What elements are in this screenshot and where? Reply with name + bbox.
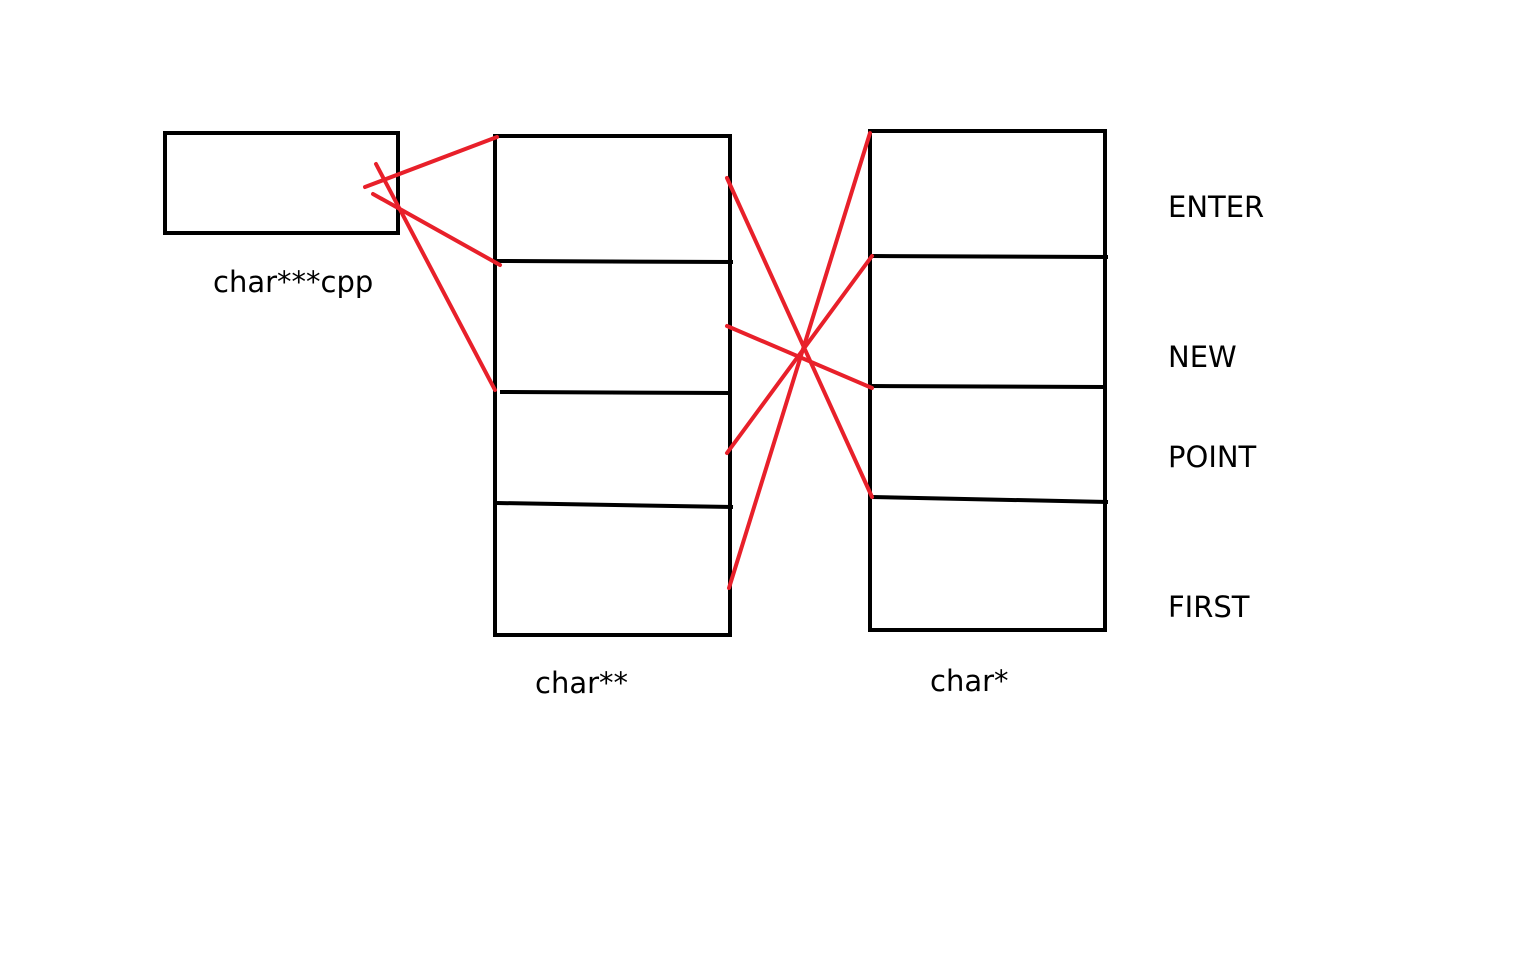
cpp-pointer-line-1 <box>363 135 499 189</box>
cpptr-divider-3 <box>496 501 734 509</box>
cpp-box <box>163 131 400 235</box>
cptr-array-label: char* <box>930 664 1009 698</box>
string-label-new: NEW <box>1168 340 1237 374</box>
cptr-divider-2 <box>871 384 1106 389</box>
cpptr0-pointer-line <box>725 176 874 499</box>
string-label-enter: ENTER <box>1168 190 1265 224</box>
cptr-divider-3 <box>871 495 1109 504</box>
string-label-point: POINT <box>1168 440 1257 474</box>
cpptr-array-label: char** <box>535 666 629 700</box>
cpptr-array <box>493 134 734 637</box>
cpptr-divider-1 <box>496 259 734 264</box>
string-label-first: FIRST <box>1168 590 1250 624</box>
cptr-array-outline <box>868 129 1107 632</box>
cpp-label: char***cpp <box>213 265 374 299</box>
cpp-pointer-line-3 <box>374 162 497 392</box>
cpptr3-pointer-line <box>727 131 872 590</box>
cpp-pointer-line-2 <box>371 192 502 267</box>
cpptr-divider-2 <box>499 390 731 395</box>
cpptr-array-outline <box>493 134 732 637</box>
pointer-lines <box>363 131 874 590</box>
cptr-divider-1 <box>871 254 1109 259</box>
cptr-array <box>868 129 1109 632</box>
